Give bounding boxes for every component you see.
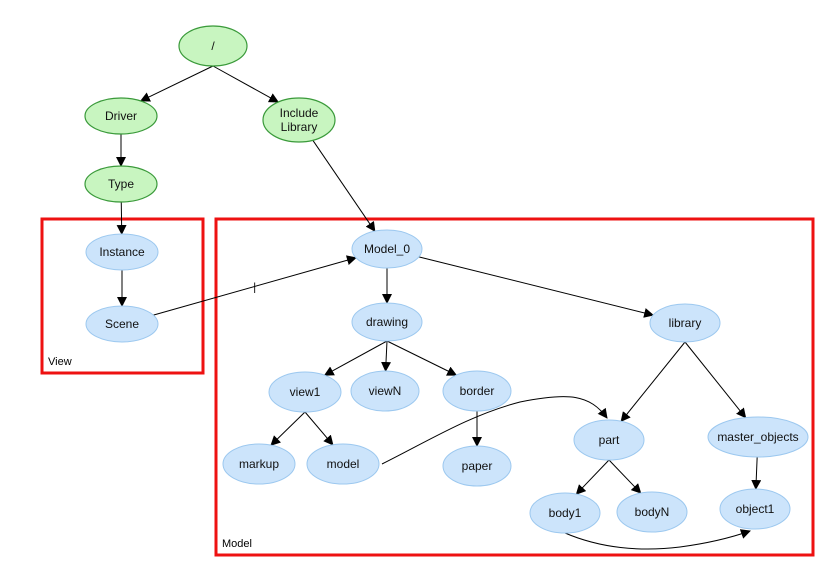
node-label: body1 [549,506,582,520]
node-shape [616,491,688,533]
node-shape [268,371,342,413]
node-markup[interactable]: markup [222,443,296,485]
node-border[interactable]: border [442,370,512,412]
node-paper[interactable]: paper [442,445,512,487]
edge-include_library-to-model_0 [312,140,376,233]
node-drawing[interactable]: drawing [351,302,423,342]
node-label: paper [462,459,493,473]
edge-model_0-to-library [418,256,655,318]
node-label: part [599,433,620,447]
node-master-objects[interactable]: master_objects [707,416,809,458]
edge-scene-to-model_0: | [153,255,357,316]
node-shape [351,229,423,269]
edge-library-to-master_objects [684,341,747,419]
node-shape [442,445,512,487]
node-shape [262,97,336,143]
node-label: model [327,457,360,471]
node-label: viewN [369,384,402,398]
edge-body1-to-object1 [564,529,751,550]
edge-view1-to-markup [270,411,306,446]
node-label: / [211,39,215,53]
node-label: markup [239,457,279,471]
node-shape [178,25,248,67]
node-shape [573,419,645,461]
node-shape [306,443,380,485]
node-shape [442,370,512,412]
node-shape [84,165,158,203]
node-type[interactable]: Type [84,165,158,203]
node-label: Scene [105,317,139,331]
group-border [40,217,205,375]
node-view1[interactable]: view1 [268,371,342,413]
node-viewN[interactable]: viewN [350,370,420,412]
group-label: Model [222,538,252,550]
node-part[interactable]: part [573,419,645,461]
group-border [214,217,815,557]
edge-drawing-to-border [386,340,458,376]
node-root[interactable]: / [178,25,248,67]
node-body1[interactable]: body1 [529,492,601,534]
node-label: bodyN [635,505,670,519]
node-label: library [669,316,702,330]
node-model[interactable]: model [306,443,380,485]
node-shape [719,488,791,530]
edge-library-to-part [620,341,686,423]
group-label: View [48,356,72,368]
node-instance[interactable]: Instance [85,233,159,271]
node-shape [85,233,159,271]
node-label: Driver [105,109,137,123]
group-model: Model [214,217,815,557]
node-driver[interactable]: Driver [84,97,158,135]
node-object1[interactable]: object1 [719,488,791,530]
node-label: Instance [99,245,145,259]
edge-part-to-body1 [575,459,610,495]
edge-drawing-to-view1 [323,340,388,376]
node-label: Type [108,177,134,191]
node-label: Model_0 [364,242,410,256]
edge-master_objects-to-object1 [751,456,762,491]
node-scene[interactable]: Scene [85,305,159,343]
edge-model-to-part [381,396,608,465]
edge-drawing-to-viewN [381,340,391,373]
node-shape [350,370,420,412]
node-label: drawing [366,315,408,329]
node-shape [529,492,601,534]
node-model-0[interactable]: Model_0 [351,229,423,269]
node-shape [649,303,721,343]
node-shape [84,97,158,135]
node-shape [707,416,809,458]
edge-part-to-bodyN [608,459,642,494]
node-shape [85,305,159,343]
edge-label: | [253,281,256,293]
node-bodyN[interactable]: bodyN [616,491,688,533]
group-view: View [40,217,205,375]
edge-root-to-include_library [212,65,280,103]
edge-root-to-driver [139,65,214,102]
node-label: view1 [290,385,321,399]
node-library[interactable]: library [649,303,721,343]
node-label: object1 [736,502,775,516]
node-label: border [460,384,495,398]
node-shape [351,302,423,342]
node-label: master_objects [717,430,798,444]
node-shape [222,443,296,485]
edge-view1-to-model [304,411,334,446]
